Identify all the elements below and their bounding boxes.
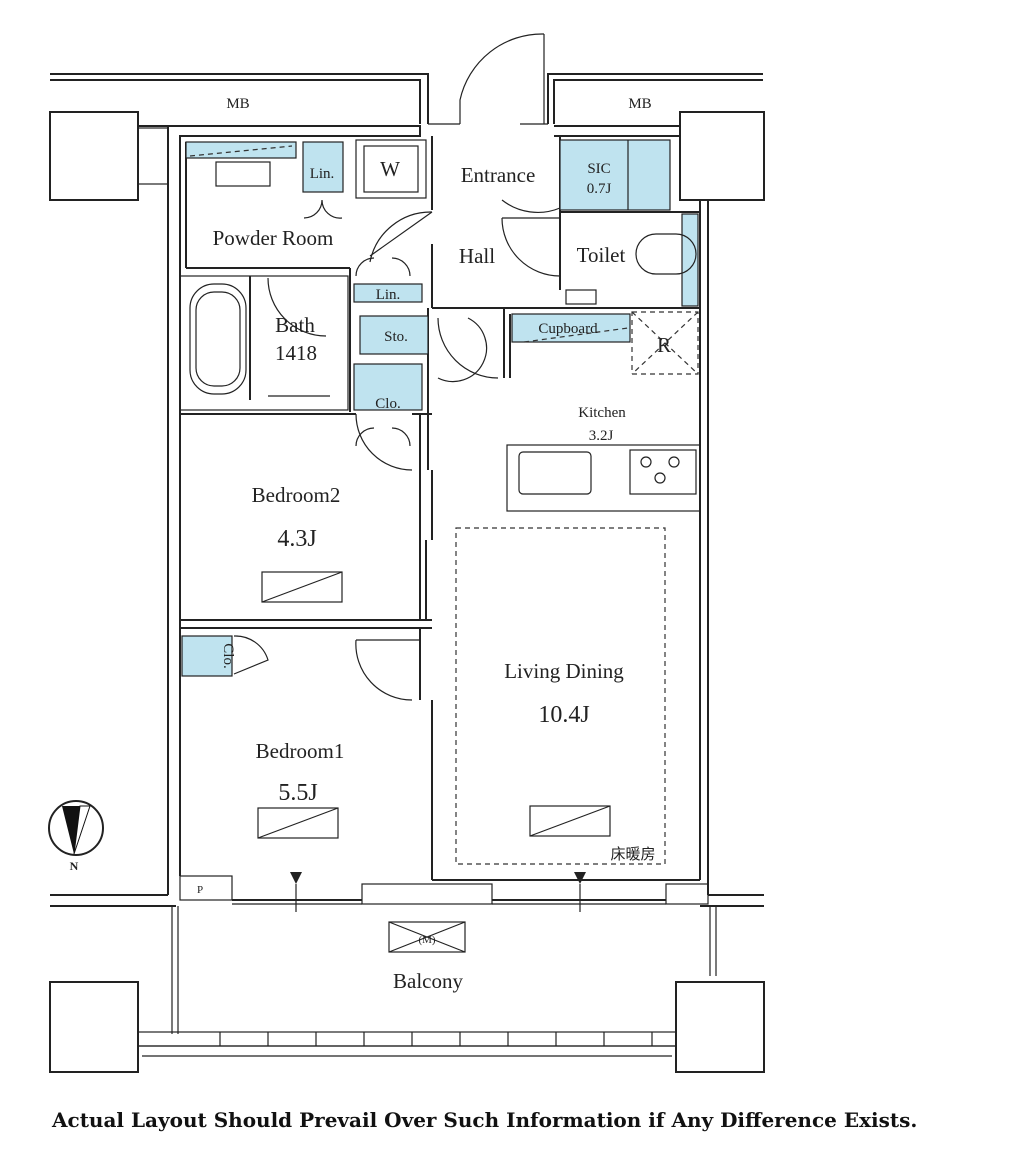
storage-label: Sto.	[384, 329, 408, 345]
washer-label: W	[380, 157, 400, 181]
bedroom1-window-unit	[257, 807, 339, 839]
closet-lower-label: Clo.	[220, 643, 236, 668]
powder-shelf	[185, 141, 297, 159]
kitchen-label: Kitchen	[578, 405, 626, 421]
toilet-bowl	[635, 233, 697, 275]
bedroom1-window-arrow	[290, 872, 302, 884]
interior-walls	[179, 136, 709, 905]
washer-pan	[355, 139, 427, 199]
ac-unit-label: (M)	[418, 934, 435, 946]
balcony-area	[49, 906, 765, 1073]
pipe-space-label: P	[197, 884, 203, 896]
bedroom1-label: Bedroom1	[256, 739, 345, 763]
fridge-space	[631, 311, 699, 375]
linen-lower-cabinet	[353, 283, 423, 303]
mb-left-label: MB	[226, 96, 249, 112]
bedroom2-label: Bedroom2	[252, 483, 341, 507]
living-dining-size: 10.4J	[538, 702, 589, 728]
fridge-label: R	[657, 333, 671, 357]
disclaimer-text: Actual Layout Should Prevail Over Such I…	[52, 1108, 918, 1132]
bedroom1-size: 5.5J	[278, 780, 317, 806]
entrance-label: Entrance	[461, 163, 536, 187]
floor-heating-label: 床暖房	[610, 846, 655, 863]
storage-cabinet	[359, 315, 429, 355]
bathtub	[189, 283, 247, 395]
powder-room-label: Powder Room	[213, 226, 334, 250]
hall-label: Hall	[459, 244, 495, 268]
sic-cabinet	[559, 139, 671, 211]
bath-label: Bath	[275, 313, 315, 337]
living-window-arrow	[574, 872, 586, 884]
closet-upper-cabinet	[353, 363, 423, 411]
mb-right-label: MB	[628, 96, 651, 112]
closet-upper-label: Clo.	[375, 396, 400, 412]
fixtures	[189, 233, 699, 912]
toilet-sink	[565, 289, 597, 305]
toilet-label: Toilet	[577, 243, 626, 267]
cupboard-cabinet	[511, 313, 631, 343]
sic-size: 0.7J	[587, 181, 612, 197]
balcony-label: Balcony	[393, 969, 463, 993]
cooktop	[629, 449, 697, 495]
room-labels: MB MB Entrance SIC 0.7J Powder Room Lin.…	[197, 96, 671, 993]
linen-upper-cabinet	[302, 141, 344, 193]
closet-lower-cabinet	[181, 635, 233, 677]
living-dining-label: Living Dining	[504, 659, 624, 683]
living-window-unit	[529, 805, 611, 837]
cupboard-label: Cupboard	[538, 321, 598, 337]
bedroom2-size: 4.3J	[277, 526, 316, 552]
compass-north-label: N	[70, 859, 79, 873]
ac-outdoor-unit	[388, 921, 466, 953]
floor-heating-zone	[455, 527, 666, 865]
bath-size: 1418	[275, 341, 317, 365]
north-compass: N	[48, 800, 104, 873]
linen-lower-label: Lin.	[376, 287, 401, 303]
outer-walls	[49, 73, 765, 907]
kitchen-size: 3.2J	[589, 428, 614, 444]
sic-label: SIC	[587, 161, 610, 177]
doors	[233, 33, 561, 701]
balcony-rail-posts	[219, 1032, 653, 1046]
bedroom2-window-unit	[261, 571, 343, 603]
linen-upper-label: Lin.	[310, 166, 335, 182]
